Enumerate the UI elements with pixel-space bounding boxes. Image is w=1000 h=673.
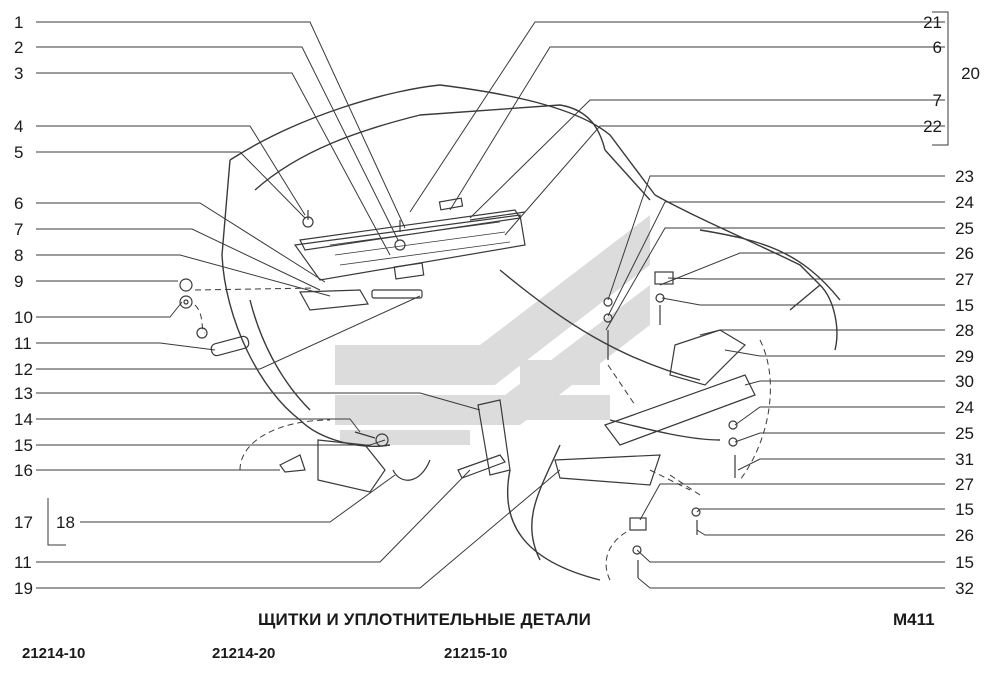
- hood-insulation-panel: [293, 197, 526, 281]
- model-2: 21214-20: [212, 645, 276, 662]
- label-left-6: 6: [14, 194, 24, 213]
- label-right-26: 26: [955, 244, 974, 263]
- label-right-27b: 27: [955, 475, 974, 494]
- label-left-11b: 11: [14, 553, 32, 572]
- label-left-5: 5: [14, 143, 24, 162]
- diagram-title: ЩИТКИ И УПЛОТНИТЕЛЬНЫЕ ДЕТАЛИ: [258, 610, 592, 629]
- label-left-18: 18: [56, 513, 75, 532]
- label-left-2: 2: [14, 38, 24, 57]
- label-right-6: 6: [932, 38, 942, 57]
- label-left-16: 16: [14, 461, 33, 480]
- label-left-17: 17: [14, 513, 33, 532]
- label-left-14: 14: [14, 410, 33, 429]
- label-right-21: 21: [923, 13, 942, 32]
- model-1: 21214-10: [22, 645, 86, 662]
- front-mudflap-left: [279, 431, 431, 493]
- label-right-27: 27: [955, 270, 974, 289]
- label-right-24: 24: [955, 193, 974, 212]
- seal-strips: [457, 399, 511, 479]
- label-left-15: 15: [14, 436, 33, 455]
- label-right-28: 28: [955, 321, 974, 340]
- label-left-19: 19: [14, 579, 33, 598]
- label-left-12: 12: [14, 360, 33, 379]
- label-right-24b: 24: [955, 398, 974, 417]
- assembly-guides: [194, 287, 771, 581]
- label-right-7: 7: [932, 91, 942, 110]
- label-right-15c: 15: [955, 553, 974, 572]
- label-left-9: 9: [14, 272, 24, 291]
- splash-shields-right: [554, 271, 756, 578]
- label-right-15: 15: [955, 296, 974, 315]
- watermark-logo: [335, 215, 650, 445]
- label-left-3: 3: [14, 64, 24, 83]
- label-left-1: 1: [14, 13, 24, 32]
- label-right-30: 30: [955, 372, 974, 391]
- diagram-code: M411: [893, 610, 935, 629]
- label-left-7: 7: [14, 220, 24, 239]
- label-right-29: 29: [955, 347, 974, 366]
- label-right-25: 25: [955, 219, 974, 238]
- label-left-11: 11: [14, 334, 32, 353]
- label-right-22: 22: [923, 117, 942, 136]
- model-3: 21215-10: [444, 645, 508, 662]
- label-right-31: 31: [955, 450, 974, 469]
- leader-lines-right: [409, 11, 949, 589]
- label-right-23: 23: [955, 167, 974, 186]
- label-right-20: 20: [961, 64, 980, 83]
- label-left-4: 4: [14, 117, 24, 136]
- label-right-26b: 26: [955, 526, 974, 545]
- leader-lines-left: [36, 21, 561, 589]
- label-right-15b: 15: [955, 500, 974, 519]
- label-left-13: 13: [14, 384, 33, 403]
- label-left-10: 10: [14, 308, 33, 327]
- label-left-8: 8: [14, 246, 24, 265]
- label-right-25b: 25: [955, 424, 974, 443]
- label-right-32: 32: [955, 579, 974, 598]
- left-fasteners: [179, 210, 423, 357]
